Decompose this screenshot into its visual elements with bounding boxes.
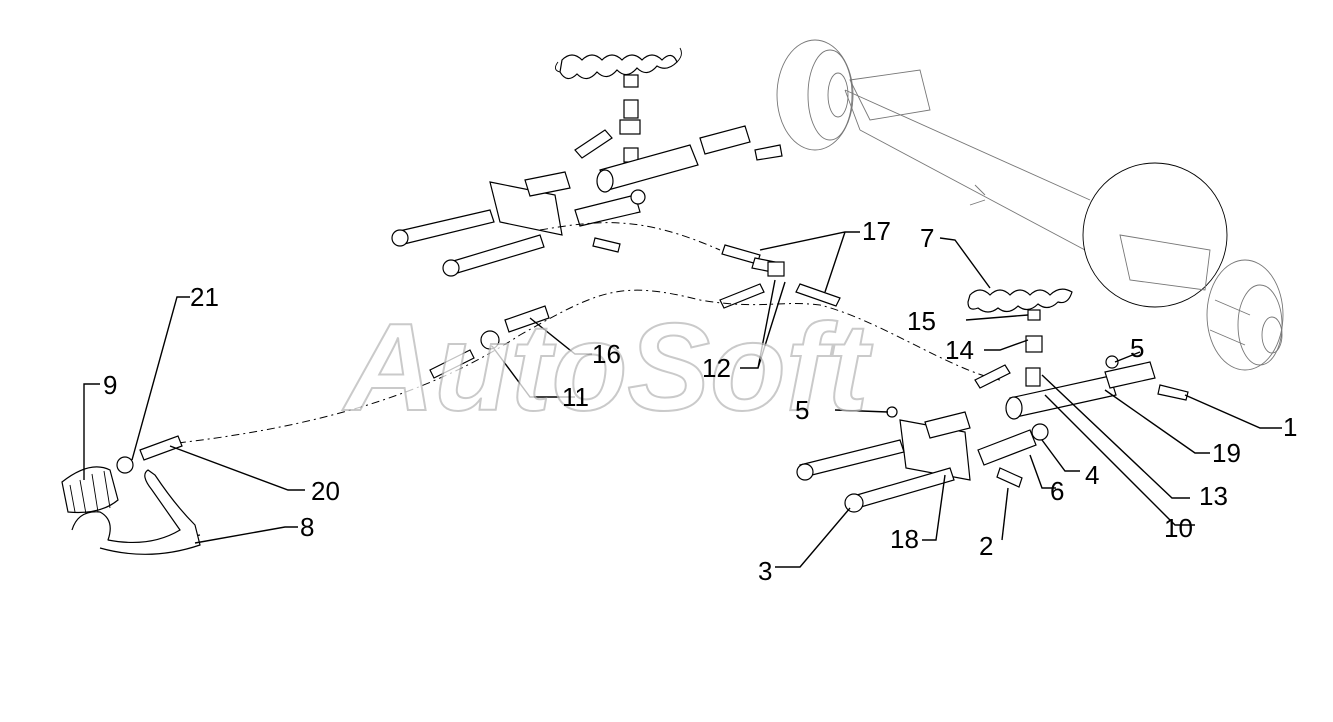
nut-21 bbox=[116, 456, 134, 474]
bracket-13 bbox=[1025, 367, 1041, 387]
callout-7: 7 bbox=[920, 223, 934, 253]
callout-17: 17 bbox=[862, 216, 891, 246]
pin-6 bbox=[977, 429, 1037, 466]
long-bolt-3 bbox=[849, 467, 955, 510]
rubber-boot-9 bbox=[61, 466, 119, 514]
cylinder-upper bbox=[599, 144, 699, 191]
callout-14: 14 bbox=[945, 335, 974, 365]
upper-linkage-group bbox=[391, 47, 783, 277]
stud-16 bbox=[504, 305, 550, 333]
callout-6: 6 bbox=[1050, 476, 1064, 506]
nut-5-right bbox=[1105, 355, 1119, 369]
nut-top bbox=[623, 74, 639, 88]
bracket-top bbox=[619, 119, 641, 135]
bushing-14 bbox=[1025, 335, 1043, 353]
callout-20: 20 bbox=[311, 476, 340, 506]
middle-linkage-group bbox=[429, 244, 841, 379]
callout-11: 11 bbox=[562, 382, 589, 412]
pin-upper bbox=[574, 194, 641, 227]
callout-1: 1 bbox=[1283, 412, 1297, 442]
callout-5-left: 5 bbox=[795, 395, 809, 425]
clevis-upper bbox=[699, 125, 751, 155]
spring-7 bbox=[967, 288, 1073, 313]
axle-assembly bbox=[776, 39, 1284, 371]
long-bolt-upper-2 bbox=[449, 234, 545, 275]
callout-16: 16 bbox=[592, 339, 621, 369]
routing-cable bbox=[159, 222, 1001, 446]
nut-11 bbox=[480, 330, 500, 350]
bolt-2 bbox=[996, 467, 1023, 488]
callout-labels: 1 2 3 4 5 5 5 6 7 8 9 10 11 12 13 14 15 … bbox=[103, 216, 1297, 586]
washer-4 bbox=[1031, 423, 1049, 441]
nut-5-left bbox=[886, 406, 898, 418]
bolt-20 bbox=[139, 435, 183, 461]
callout-12: 12 bbox=[702, 353, 731, 383]
callout-4: 4 bbox=[1085, 460, 1099, 490]
callout-18: 18 bbox=[890, 524, 919, 554]
long-bolt-upper-1 bbox=[394, 209, 495, 246]
callout-19: 19 bbox=[1212, 438, 1241, 468]
rod-end-d bbox=[429, 349, 475, 379]
callout-21: 21 bbox=[190, 282, 219, 312]
long-bolt-a bbox=[799, 439, 905, 478]
detail-view-circle bbox=[1082, 162, 1228, 308]
callout-15: 15 bbox=[907, 306, 936, 336]
lower-linkage-group bbox=[796, 288, 1189, 513]
rod-end-c bbox=[719, 283, 765, 309]
callout-10: 10 bbox=[1164, 513, 1193, 543]
callout-8: 8 bbox=[300, 512, 314, 542]
callout-9: 9 bbox=[103, 370, 117, 400]
rod-end-b bbox=[795, 283, 841, 307]
watermark-text: AutoSoft bbox=[342, 299, 873, 437]
callout-3: 3 bbox=[758, 556, 772, 586]
spring-top bbox=[559, 54, 678, 80]
clevis-1 bbox=[1104, 361, 1156, 389]
bolt-upper-small bbox=[574, 129, 613, 159]
leader-lines bbox=[83, 231, 1282, 568]
callout-2: 2 bbox=[979, 531, 993, 561]
boot-and-strap bbox=[61, 435, 201, 555]
callout-5-right: 5 bbox=[1130, 333, 1144, 363]
callout-13: 13 bbox=[1199, 481, 1228, 511]
bushing-top bbox=[623, 99, 639, 119]
